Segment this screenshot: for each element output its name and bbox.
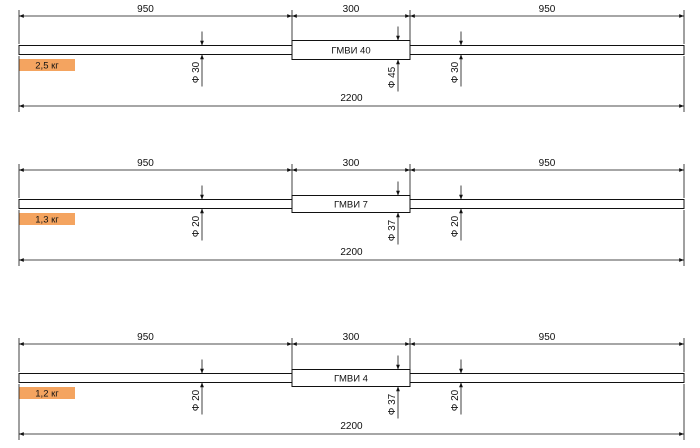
weight-badge xyxy=(19,387,75,399)
diameter-right-value: Ф 20 xyxy=(450,215,461,237)
device-label: ГМВИ 40 xyxy=(331,46,370,57)
weight-value: 1,3 кг xyxy=(35,215,59,226)
weight-value: 2,5 кг xyxy=(35,61,59,72)
diameter-right-value: Ф 20 xyxy=(450,389,461,411)
diameter-center-value: Ф 37 xyxy=(387,393,398,415)
dim-total-value: 2200 xyxy=(340,247,363,258)
rod-right xyxy=(409,45,685,55)
diameter-center-value: Ф 37 xyxy=(387,219,398,241)
diameter-left-value: Ф 20 xyxy=(191,215,202,237)
central-body xyxy=(291,40,411,60)
dim-left-value: 950 xyxy=(137,4,154,15)
dim-left-value: 950 xyxy=(137,158,154,169)
weight-badge xyxy=(19,213,75,225)
diameter-left-value: Ф 30 xyxy=(191,61,202,83)
weight-value: 1,2 кг xyxy=(35,389,59,400)
dim-total-value: 2200 xyxy=(340,93,363,104)
dim-total-value: 2200 xyxy=(340,421,363,432)
central-body xyxy=(291,369,411,387)
diameter-left-value: Ф 20 xyxy=(191,389,202,411)
rod-left xyxy=(18,199,293,209)
rod-right xyxy=(409,373,685,383)
dim-right-value: 950 xyxy=(539,332,556,343)
dim-right-value: 950 xyxy=(539,158,556,169)
device-label: ГМВИ 7 xyxy=(334,200,368,211)
rod-left xyxy=(18,373,293,383)
rod-right xyxy=(409,199,685,209)
rod-left xyxy=(18,45,293,55)
dim-center-value: 300 xyxy=(343,158,360,169)
diameter-center-value: Ф 45 xyxy=(387,66,398,88)
diameter-right-value: Ф 30 xyxy=(450,61,461,83)
dim-center-value: 300 xyxy=(343,332,360,343)
weight-badge xyxy=(19,59,75,71)
dim-left-value: 950 xyxy=(137,332,154,343)
dim-center-value: 300 xyxy=(343,4,360,15)
dim-right-value: 950 xyxy=(539,4,556,15)
device-label: ГМВИ 4 xyxy=(334,374,368,385)
central-body xyxy=(291,195,411,213)
